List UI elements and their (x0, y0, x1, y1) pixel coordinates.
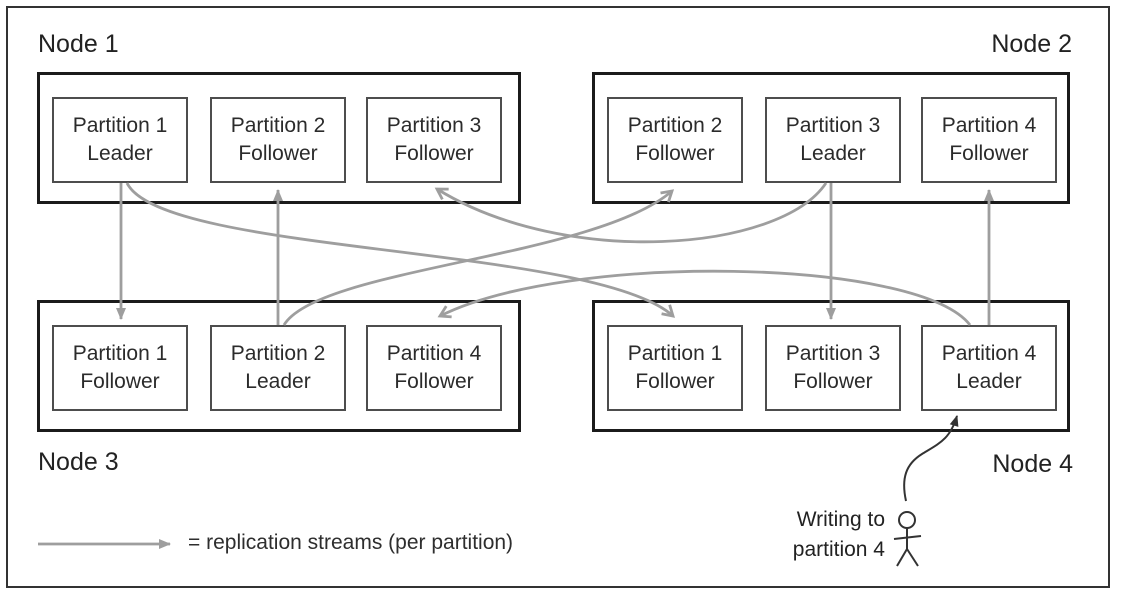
partition-name: Partition 1 (72, 342, 168, 365)
node-1-box: Partition 1 Leader Partition 2 Follower … (37, 72, 521, 204)
partition-role: Follower (949, 142, 1029, 165)
partition-name: Partition 3 (785, 114, 881, 137)
node-1-label: Node 1 (38, 30, 119, 58)
partition-role: Follower (394, 370, 474, 393)
node-3-box: Partition 1 Follower Partition 2 Leader … (37, 300, 521, 432)
partition-role: Leader (956, 370, 1022, 393)
partition-name: Partition 4 (386, 342, 482, 365)
node-2-partition-3-leader: Partition 3 Leader (765, 97, 901, 183)
node-4-label: Node 4 (992, 450, 1073, 478)
partition-name: Partition 3 (386, 114, 482, 137)
partition-name: Partition 1 (72, 114, 168, 137)
node-2-box: Partition 2 Follower Partition 3 Leader … (592, 72, 1070, 204)
node-3-label: Node 3 (38, 448, 119, 476)
node-4-box: Partition 1 Follower Partition 3 Followe… (592, 300, 1070, 432)
partition-name: Partition 4 (941, 114, 1037, 137)
partition-role: Leader (800, 142, 866, 165)
node-2-label: Node 2 (991, 30, 1072, 58)
partition-name: Partition 2 (230, 114, 326, 137)
partition-name: Partition 3 (785, 342, 881, 365)
partition-name: Partition 2 (627, 114, 723, 137)
partition-role: Leader (245, 370, 311, 393)
write-annotation-line2: partition 4 (792, 538, 885, 561)
partition-role: Follower (394, 142, 474, 165)
node-3-partition-4-follower: Partition 4 Follower (366, 325, 502, 411)
node-1-partition-2-follower: Partition 2 Follower (210, 97, 346, 183)
write-annotation-line1: Writing to (796, 508, 885, 531)
node-3-partition-1-follower: Partition 1 Follower (52, 325, 188, 411)
partition-name: Partition 2 (230, 342, 326, 365)
partition-role: Follower (80, 370, 160, 393)
diagram-frame (6, 6, 1110, 588)
write-annotation: Writing to partition 4 (793, 505, 885, 565)
partition-name: Partition 4 (941, 342, 1037, 365)
partition-role: Leader (87, 142, 153, 165)
partition-role: Follower (635, 370, 715, 393)
node-2-partition-4-follower: Partition 4 Follower (921, 97, 1057, 183)
node-4-partition-1-follower: Partition 1 Follower (607, 325, 743, 411)
node-1-partition-3-follower: Partition 3 Follower (366, 97, 502, 183)
partition-role: Follower (238, 142, 318, 165)
node-3-partition-2-leader: Partition 2 Leader (210, 325, 346, 411)
legend-label: = replication streams (per partition) (188, 531, 514, 554)
partition-role: Follower (635, 142, 715, 165)
node-4-partition-3-follower: Partition 3 Follower (765, 325, 901, 411)
node-4-partition-4-leader: Partition 4 Leader (921, 325, 1057, 411)
partition-name: Partition 1 (627, 342, 723, 365)
partition-role: Follower (793, 370, 873, 393)
node-1-partition-1-leader: Partition 1 Leader (52, 97, 188, 183)
node-2-partition-2-follower: Partition 2 Follower (607, 97, 743, 183)
